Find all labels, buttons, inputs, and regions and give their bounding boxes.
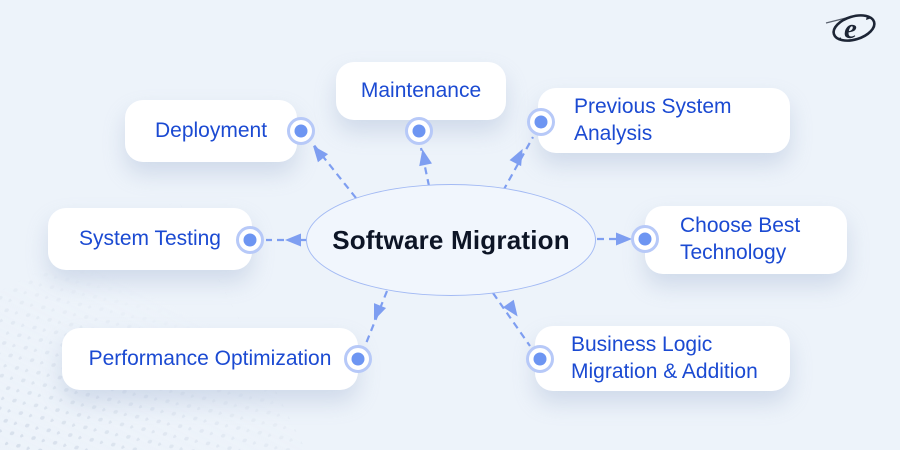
bullet-icon-choose-best: [631, 225, 659, 253]
node-choose-best-technology: Choose Best Technology: [645, 206, 847, 274]
node-deployment: Deployment: [125, 100, 297, 162]
svg-text:e: e: [844, 13, 857, 45]
node-label: Deployment: [154, 118, 268, 142]
company-logo: e: [824, 6, 882, 55]
arrowhead-business-logic: [503, 299, 518, 317]
connector-deployment: [312, 143, 357, 199]
node-label: Maintenance: [360, 78, 482, 102]
node-performance-optimization: Performance Optimization: [62, 328, 358, 390]
node-label: Performance Optimization: [88, 346, 332, 370]
connector-previous-system: [502, 136, 534, 192]
arrowhead-deployment: [312, 145, 329, 163]
node-maintenance: Maintenance: [336, 62, 506, 120]
connector-performance: [363, 290, 389, 347]
orbit-e-logo-icon: e: [825, 13, 876, 45]
center-node-software-migration: Software Migration: [306, 184, 596, 296]
arrowhead-performance: [373, 303, 387, 321]
bullet-icon-maintenance: [405, 117, 433, 145]
connector-maintenance: [419, 147, 431, 187]
node-business-logic-migration: Business Logic Migration & Addition: [535, 326, 790, 391]
bullet-icon-system-testing: [236, 226, 264, 254]
node-label: Previous System Analysis: [574, 94, 732, 145]
connector-business-logic: [492, 292, 531, 347]
arrowhead-system-testing: [285, 233, 301, 247]
node-label: Business Logic Migration & Addition: [571, 332, 758, 383]
arrowhead-previous-system: [509, 148, 523, 167]
bullet-icon-business-logic: [526, 345, 554, 373]
center-node-label: Software Migration: [332, 224, 570, 255]
bullet-icon-deployment: [287, 117, 315, 145]
node-system-testing: System Testing: [48, 208, 252, 270]
arrowhead-choose-best: [616, 232, 632, 246]
node-label: Choose Best Technology: [680, 214, 801, 264]
arrowhead-maintenance: [419, 149, 432, 167]
bullet-icon-previous-system: [527, 108, 555, 136]
bullet-icon-performance: [344, 345, 372, 373]
node-label: System Testing: [78, 226, 221, 250]
node-previous-system-analysis: Previous System Analysis: [538, 88, 790, 153]
